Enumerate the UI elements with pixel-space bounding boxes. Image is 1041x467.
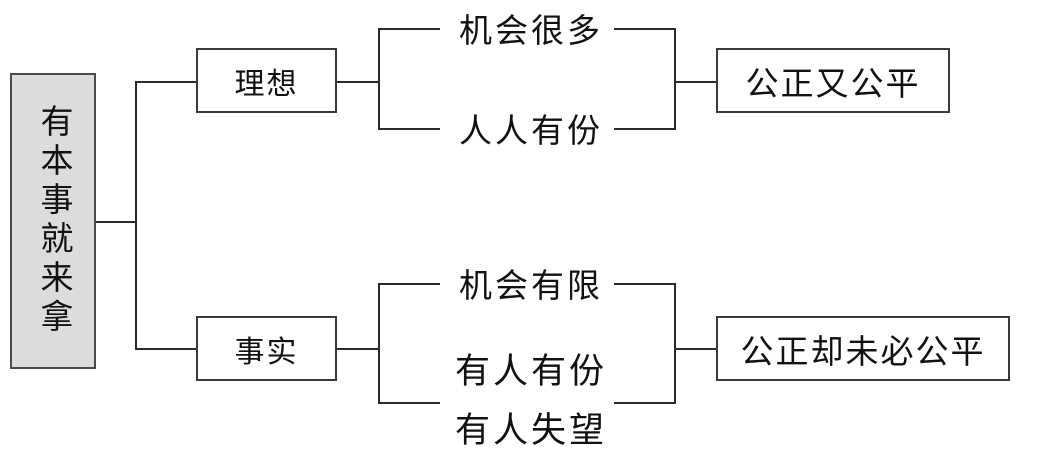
ideal-right-bracket-bottom-arm xyxy=(614,128,676,130)
reality-right-bracket-top-arm xyxy=(614,283,676,285)
reality-bracket-to-result-line xyxy=(674,348,718,350)
root-trunk-line xyxy=(135,81,137,348)
branch-ideal-connector xyxy=(135,81,197,83)
ideal-right-bracket-top-arm xyxy=(614,28,676,30)
ideal-node-to-bracket-line xyxy=(337,81,379,83)
branch-reality-node[interactable]: 事实 xyxy=(196,316,337,381)
reality-item-2-label: 有人失望 xyxy=(454,410,607,450)
reality-right-bracket-spine xyxy=(674,283,676,402)
reality-left-bracket-top-arm xyxy=(378,283,440,285)
ideal-item-1-label: 人人有份 xyxy=(459,114,603,150)
root-node-label: 有本事就来拿 xyxy=(35,104,71,338)
ideal-left-bracket-spine xyxy=(378,28,380,128)
root-node[interactable]: 有本事就来拿 xyxy=(10,73,96,369)
root-stub-line xyxy=(96,221,136,223)
reality-left-bracket-spine xyxy=(378,283,380,402)
ideal-result-node[interactable]: 公正又公平 xyxy=(716,48,950,113)
branch-reality-node-label: 事实 xyxy=(234,335,299,369)
ideal-left-bracket-bottom-arm xyxy=(378,128,440,130)
branch-ideal-node-label: 理想 xyxy=(234,67,299,101)
reality-right-bracket-bottom-arm xyxy=(614,402,676,404)
reality-left-bracket-bottom-arm xyxy=(378,402,440,404)
ideal-result-node-label: 公正又公平 xyxy=(745,66,921,103)
ideal-left-bracket-top-arm xyxy=(378,28,440,30)
reality-result-node[interactable]: 公正却未必公平 xyxy=(716,316,1010,381)
ideal-right-bracket-spine xyxy=(674,28,676,128)
reality-node-to-bracket-line xyxy=(337,348,379,350)
ideal-bracket-to-result-line xyxy=(674,81,718,83)
ideal-item-0-label: 机会很多 xyxy=(459,14,603,50)
branch-ideal-node[interactable]: 理想 xyxy=(196,48,337,113)
reality-item-1-label: 有人有份 xyxy=(454,351,607,391)
reality-result-node-label: 公正却未必公平 xyxy=(740,334,986,371)
reality-item-0-label: 机会有限 xyxy=(459,269,603,305)
branch-reality-connector xyxy=(135,348,197,350)
